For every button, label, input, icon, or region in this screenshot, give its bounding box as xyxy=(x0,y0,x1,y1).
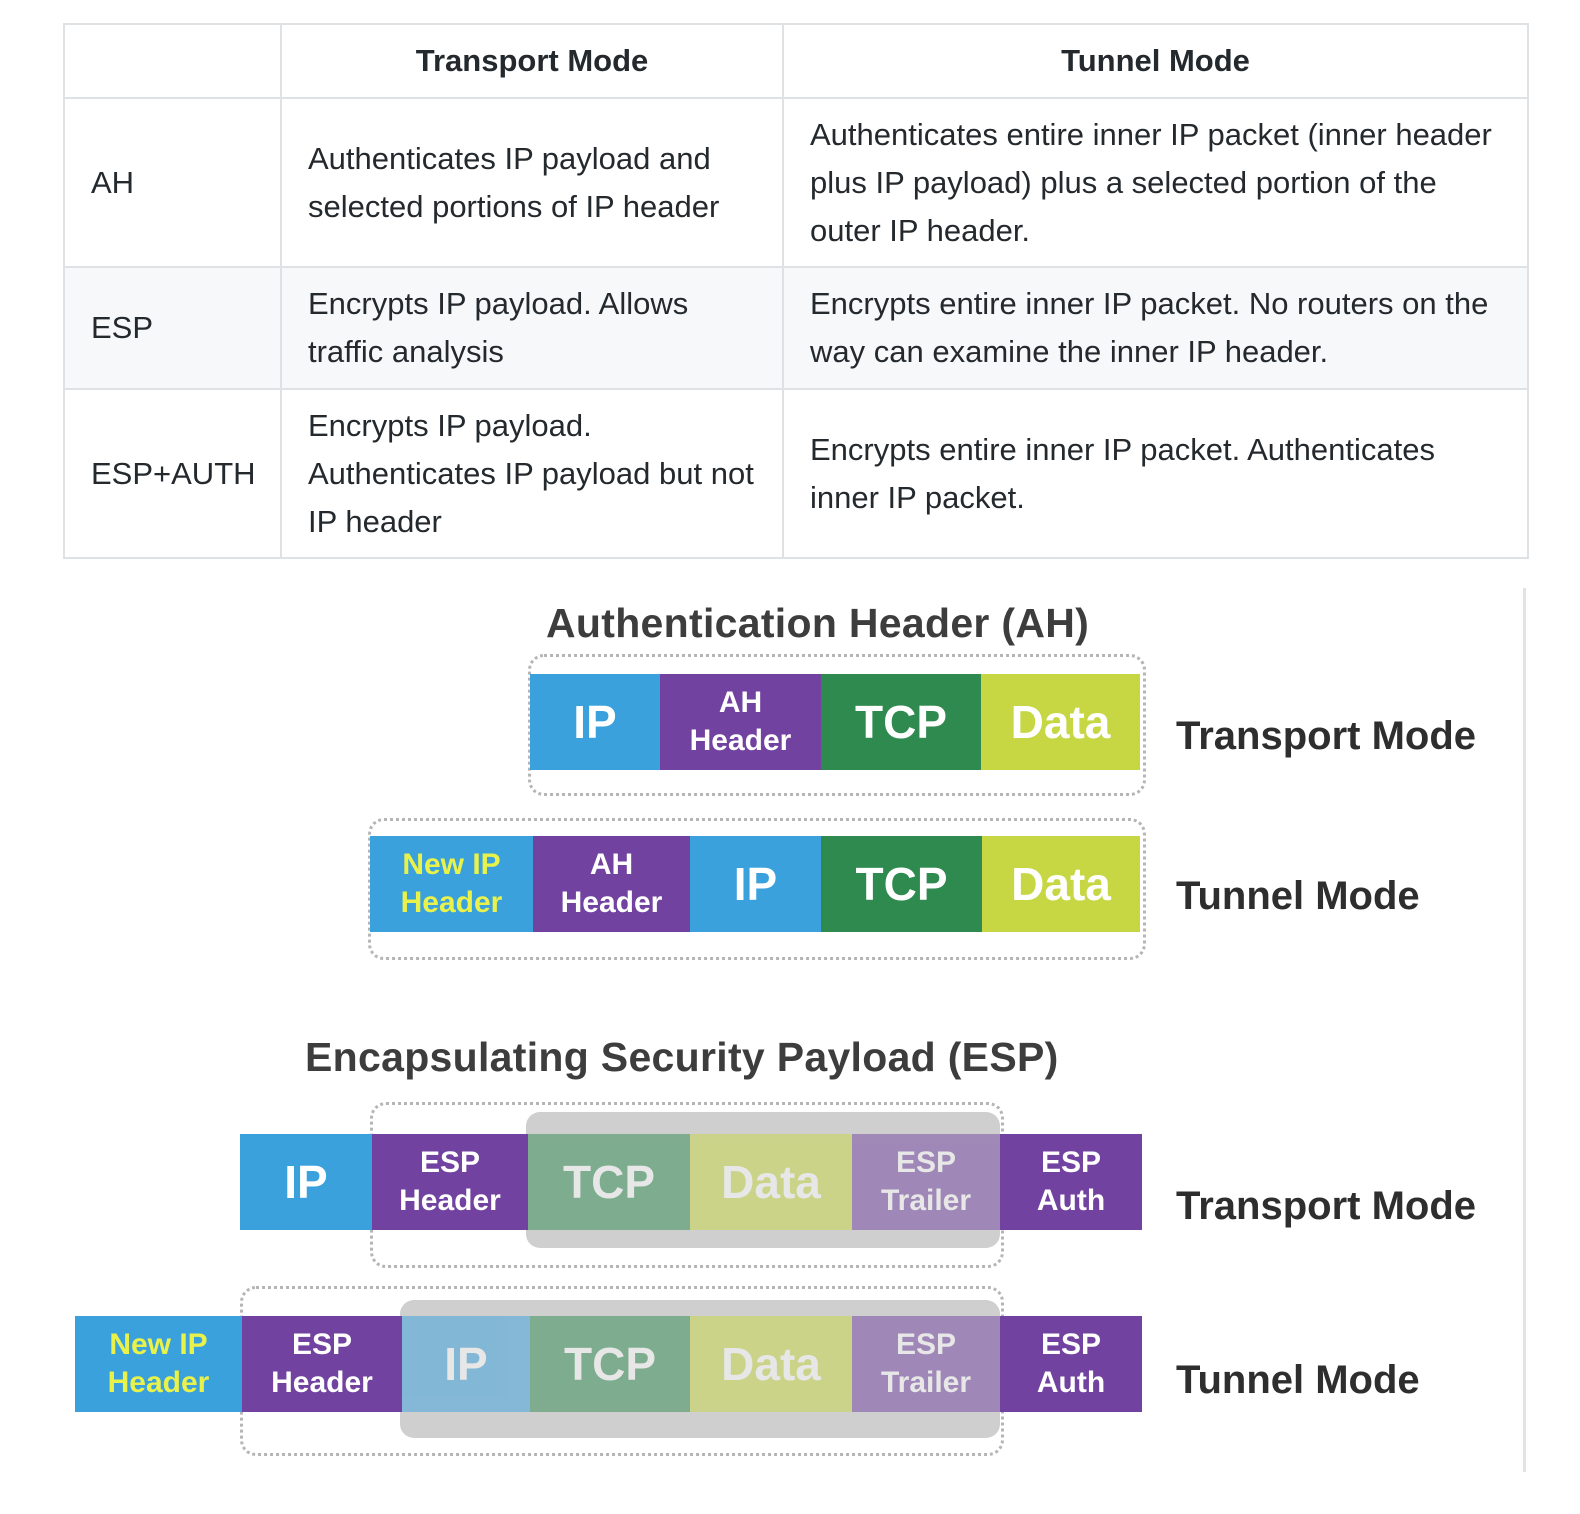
packet-tcp: TCP xyxy=(821,836,982,932)
ah-tunnel-mode-label: Tunnel Mode xyxy=(1176,874,1420,918)
table-row: ESP+AUTH Encrypts IP payload. Authentica… xyxy=(63,388,1529,559)
transport-cell: Encrypts IP payload. Authenticates IP pa… xyxy=(280,388,784,559)
ipsec-packet-diagram: Authentication Header (AH) IP AH Header … xyxy=(60,588,1526,1472)
tunnel-cell: Encrypts entire inner IP packet. No rout… xyxy=(782,266,1529,390)
esp-header-line1: ESP xyxy=(291,1328,353,1361)
packet-tcp: TCP xyxy=(821,674,981,770)
packet-tcp-encrypted: TCP xyxy=(530,1316,690,1412)
esp-title: Encapsulating Security Payload (ESP) xyxy=(305,1034,1059,1080)
ah-header-line1: AH xyxy=(718,686,763,719)
esp-trailer-line2: Trailer xyxy=(880,1184,972,1217)
esp-tunnel-mode-label: Tunnel Mode xyxy=(1176,1358,1420,1402)
ah-title: Authentication Header (AH) xyxy=(546,600,1090,646)
ah-transport-bracket xyxy=(528,654,1146,796)
ipsec-mode-table: Transport Mode Tunnel Mode AH Authentica… xyxy=(63,23,1529,559)
ah-tunnel-bracket xyxy=(368,818,1146,960)
esp-header-line1: ESP xyxy=(419,1146,481,1179)
ah-transport-mode-label: Transport Mode xyxy=(1176,714,1477,758)
transport-cell: Encrypts IP payload. Allows traffic anal… xyxy=(280,266,784,390)
table-row: AH Authenticates IP payload and selected… xyxy=(63,97,1529,268)
tunnel-cell: Encrypts entire inner IP packet. Authent… xyxy=(782,388,1529,559)
packet-new-ip-header: New IP Header xyxy=(370,836,533,932)
esp-trailer-line2: Trailer xyxy=(880,1366,972,1399)
ah-header-line2: Header xyxy=(560,886,663,919)
transport-cell: Authenticates IP payload and selected po… xyxy=(280,97,784,268)
esp-transport-mode-label: Transport Mode xyxy=(1176,1184,1477,1228)
header-empty xyxy=(63,23,282,99)
ah-header-line2: Header xyxy=(689,724,792,757)
esp-auth-line2: Auth xyxy=(1036,1184,1106,1217)
packet-esp-header: ESP Header xyxy=(372,1134,528,1230)
esp-header-line2: Header xyxy=(399,1184,501,1217)
packet-esp-trailer: ESP Trailer xyxy=(852,1134,1000,1230)
esp-header-line2: Header xyxy=(271,1366,373,1399)
packet-ah-header: AH Header xyxy=(660,674,821,770)
row-label: AH xyxy=(63,97,282,268)
new-ip-line2: Header xyxy=(400,886,503,919)
packet-tcp-encrypted: TCP xyxy=(528,1134,690,1230)
table-header-row: Transport Mode Tunnel Mode xyxy=(63,23,1529,99)
esp-trailer-line1: ESP xyxy=(895,1328,957,1361)
new-ip-line2: Header xyxy=(107,1366,210,1399)
packet-data: Data xyxy=(981,674,1140,770)
packet-ip: IP xyxy=(690,836,821,932)
packet-ip-encrypted: IP xyxy=(402,1316,530,1412)
esp-trailer-line1: ESP xyxy=(895,1146,957,1179)
esp-auth-line1: ESP xyxy=(1040,1146,1102,1179)
packet-esp-header: ESP Header xyxy=(242,1316,402,1412)
row-label: ESP xyxy=(63,266,282,390)
packet-esp-auth: ESP Auth xyxy=(1000,1134,1142,1230)
ah-header-line1: AH xyxy=(589,848,634,881)
packet-ip: IP xyxy=(530,674,660,770)
packet-ah-header: AH Header xyxy=(533,836,690,932)
diagram-border xyxy=(1523,588,1526,1472)
esp-auth-line2: Auth xyxy=(1036,1366,1106,1399)
packet-new-ip-header: New IP Header xyxy=(75,1316,242,1412)
header-tunnel-mode: Tunnel Mode xyxy=(782,23,1529,99)
packet-esp-auth: ESP Auth xyxy=(1000,1316,1142,1412)
esp-auth-line1: ESP xyxy=(1040,1328,1102,1361)
new-ip-line1: New IP xyxy=(402,848,501,881)
packet-data-encrypted: Data xyxy=(690,1134,852,1230)
table-row: ESP Encrypts IP payload. Allows traffic … xyxy=(63,266,1529,390)
packet-data-encrypted: Data xyxy=(690,1316,852,1412)
row-label: ESP+AUTH xyxy=(63,388,282,559)
tunnel-cell: Authenticates entire inner IP packet (in… xyxy=(782,97,1529,268)
packet-esp-trailer: ESP Trailer xyxy=(852,1316,1000,1412)
new-ip-line1: New IP xyxy=(109,1328,208,1361)
packet-data: Data xyxy=(982,836,1140,932)
header-transport-mode: Transport Mode xyxy=(280,23,784,99)
packet-ip: IP xyxy=(240,1134,372,1230)
